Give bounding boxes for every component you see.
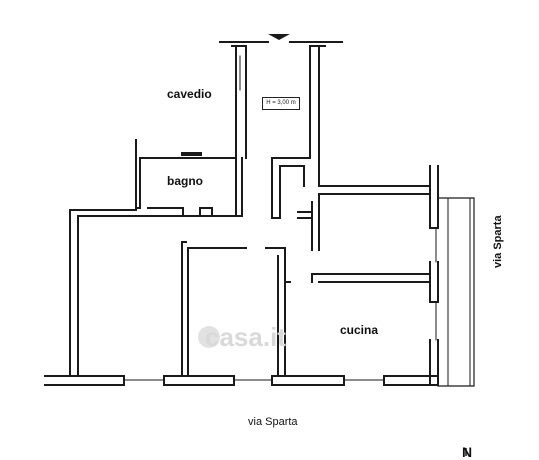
balcony: [437, 197, 475, 387]
watermark-logo-icon: [198, 326, 220, 348]
watermark: casa.it: [205, 322, 286, 352]
corridor-left-wall: [235, 45, 247, 159]
outer-left-wall: [69, 209, 79, 377]
north-label: N: [462, 444, 473, 460]
entrance-arrow-icon: [268, 34, 290, 40]
right-room-top-wall: [318, 185, 431, 195]
street-label-bottom: via Sparta: [248, 416, 298, 428]
room-label-cavedio: cavedio: [167, 87, 212, 101]
outer-bottom-wall: [44, 375, 125, 386]
street-label-right: via Sparta: [492, 215, 504, 268]
ceiling-height-label: H = 3,00 m: [262, 97, 300, 110]
room-label-cucina: cucina: [340, 323, 379, 337]
room-label-bagno: bagno: [167, 174, 203, 188]
